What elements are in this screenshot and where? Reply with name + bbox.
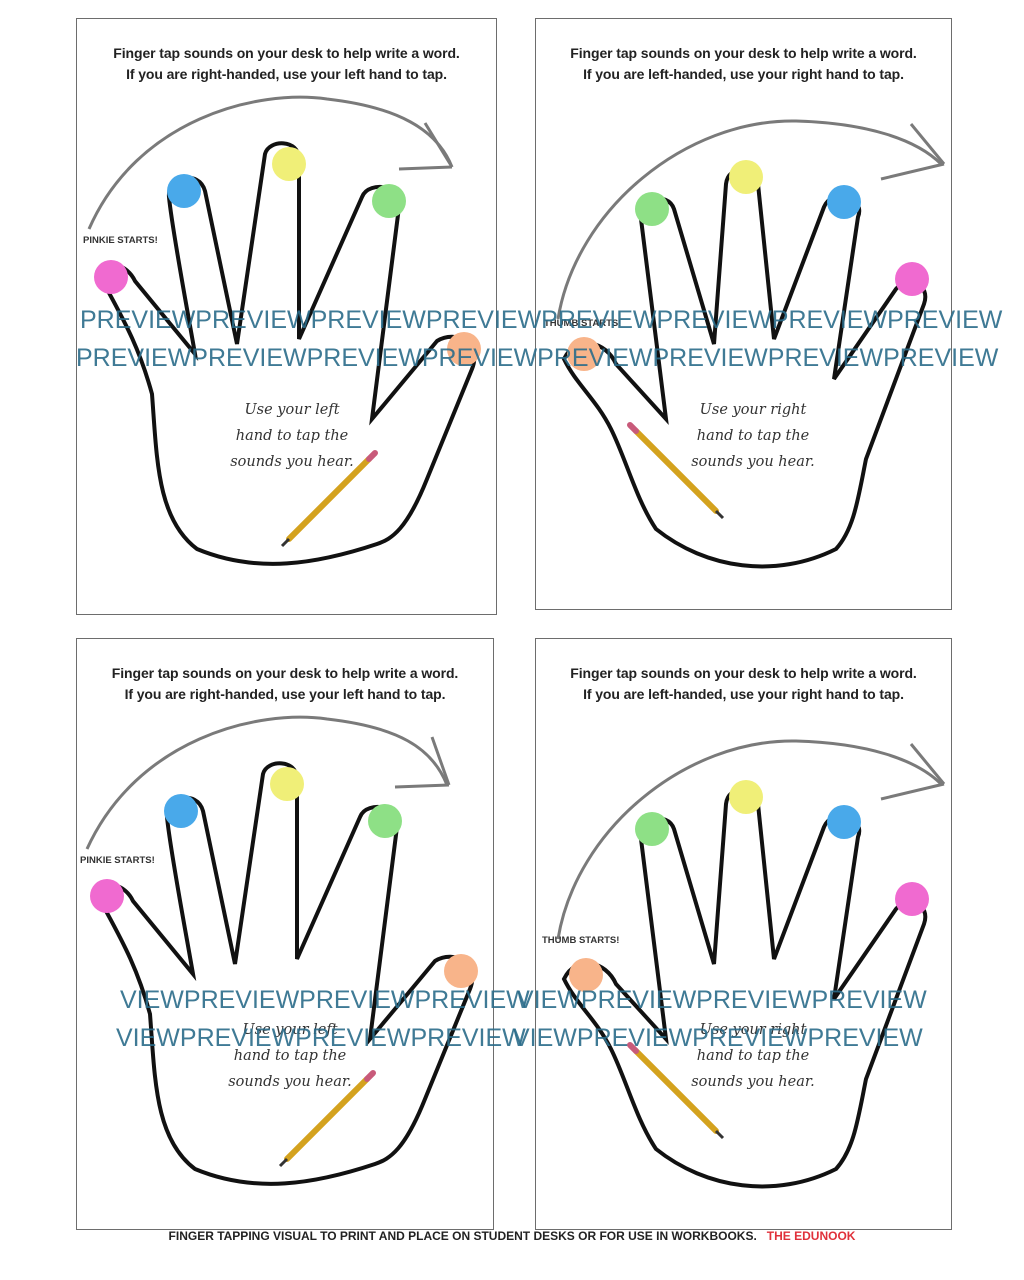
- instruction-line-1: Finger tap sounds on your desk to help w…: [113, 45, 460, 61]
- arrow-head: [398, 122, 454, 171]
- index-dot: [635, 812, 669, 846]
- thumb-dot: [447, 332, 481, 366]
- pencil-icon: [627, 422, 725, 520]
- ring-dot: [827, 805, 861, 839]
- instruction-line-2: If you are right-handed, use your left h…: [126, 66, 447, 82]
- card-left-hand-bottom: Finger tap sounds on your desk to help w…: [76, 638, 494, 1230]
- hint-text: Use your left hand to tap the sounds you…: [207, 397, 377, 475]
- start-label: THUMB STARTS!: [544, 318, 622, 329]
- arrow-head: [880, 123, 946, 181]
- card-right-hand-top: Finger tap sounds on your desk to help w…: [535, 18, 952, 610]
- hint-line-3: sounds you hear.: [228, 1074, 352, 1090]
- hand-outline: [561, 167, 928, 569]
- direction-arrow: [85, 715, 449, 850]
- ring-dot: [164, 794, 198, 828]
- footer-text: FINGER TAPPING VISUAL TO PRINT AND PLACE…: [168, 1229, 757, 1243]
- hint-line-3: sounds you hear.: [691, 454, 815, 470]
- instruction-line-2: If you are right-handed, use your left h…: [124, 686, 446, 702]
- thumb-dot: [444, 954, 478, 988]
- card-instructions: Finger tap sounds on your desk to help w…: [77, 663, 493, 705]
- hint-line-2: hand to tap the: [696, 1048, 810, 1064]
- middle-dot: [729, 780, 763, 814]
- hint-line-2: hand to tap the: [696, 428, 810, 444]
- hint-line-1: Use your left: [242, 1022, 338, 1038]
- hint-line-1: Use your left: [244, 402, 340, 418]
- hand-illustration: [87, 95, 481, 566]
- index-dot: [372, 184, 406, 218]
- hand-outline: [94, 761, 475, 1186]
- middle-dot: [272, 147, 306, 181]
- card-right-hand-bottom: Finger tap sounds on your desk to help w…: [535, 638, 952, 1230]
- card-left-hand-top: Finger tap sounds on your desk to help w…: [76, 18, 497, 615]
- arrow-head: [880, 743, 946, 801]
- instruction-line-2: If you are left-handed, use your right h…: [583, 686, 904, 702]
- hand-outline: [561, 787, 928, 1189]
- start-label: PINKIE STARTS!: [80, 855, 155, 866]
- card-instructions: Finger tap sounds on your desk to help w…: [536, 43, 951, 85]
- start-label: PINKIE STARTS!: [83, 235, 158, 246]
- pencil-icon: [280, 450, 378, 548]
- hint-line-2: hand to tap the: [233, 1048, 347, 1064]
- hand-illustration: [556, 739, 946, 1189]
- middle-dot: [729, 160, 763, 194]
- hint-line-2: hand to tap the: [235, 428, 349, 444]
- ring-dot: [827, 185, 861, 219]
- pinkie-dot: [895, 882, 929, 916]
- hint-text: Use your right hand to tap the sounds yo…: [668, 397, 838, 475]
- direction-arrow: [556, 119, 943, 320]
- index-dot: [635, 192, 669, 226]
- ring-dot: [167, 174, 201, 208]
- thumb-dot: [569, 958, 603, 992]
- hand-illustration: [556, 119, 946, 569]
- start-label: THUMB STARTS!: [542, 935, 620, 946]
- instruction-line-2: If you are left-handed, use your right h…: [583, 66, 904, 82]
- pencil-icon: [627, 1042, 725, 1140]
- instruction-line-1: Finger tap sounds on your desk to help w…: [570, 665, 917, 681]
- pinkie-dot: [895, 262, 929, 296]
- arrow-head: [394, 736, 451, 789]
- index-dot: [368, 804, 402, 838]
- instruction-line-1: Finger tap sounds on your desk to help w…: [570, 45, 917, 61]
- card-instructions: Finger tap sounds on your desk to help w…: [77, 43, 496, 85]
- hand-outline: [96, 141, 477, 566]
- hand-illustration: [85, 715, 478, 1186]
- hint-line-3: sounds you hear.: [691, 1074, 815, 1090]
- hint-text: Use your right hand to tap the sounds yo…: [668, 1017, 838, 1095]
- thumb-dot: [567, 337, 601, 371]
- direction-arrow: [87, 95, 454, 230]
- brand-name: THE EDUNOOK: [766, 1229, 856, 1243]
- middle-dot: [270, 767, 304, 801]
- card-instructions: Finger tap sounds on your desk to help w…: [536, 663, 951, 705]
- hint-line-1: Use your right: [699, 402, 807, 418]
- pinkie-dot: [94, 260, 128, 294]
- pinkie-dot: [90, 879, 124, 913]
- pencil-icon: [278, 1070, 376, 1168]
- footer-caption: FINGER TAPPING VISUAL TO PRINT AND PLACE…: [0, 1229, 1024, 1243]
- hint-line-3: sounds you hear.: [230, 454, 354, 470]
- hint-text: Use your left hand to tap the sounds you…: [205, 1017, 375, 1095]
- instruction-line-1: Finger tap sounds on your desk to help w…: [111, 665, 459, 681]
- hint-line-1: Use your right: [699, 1022, 807, 1038]
- direction-arrow: [556, 739, 943, 940]
